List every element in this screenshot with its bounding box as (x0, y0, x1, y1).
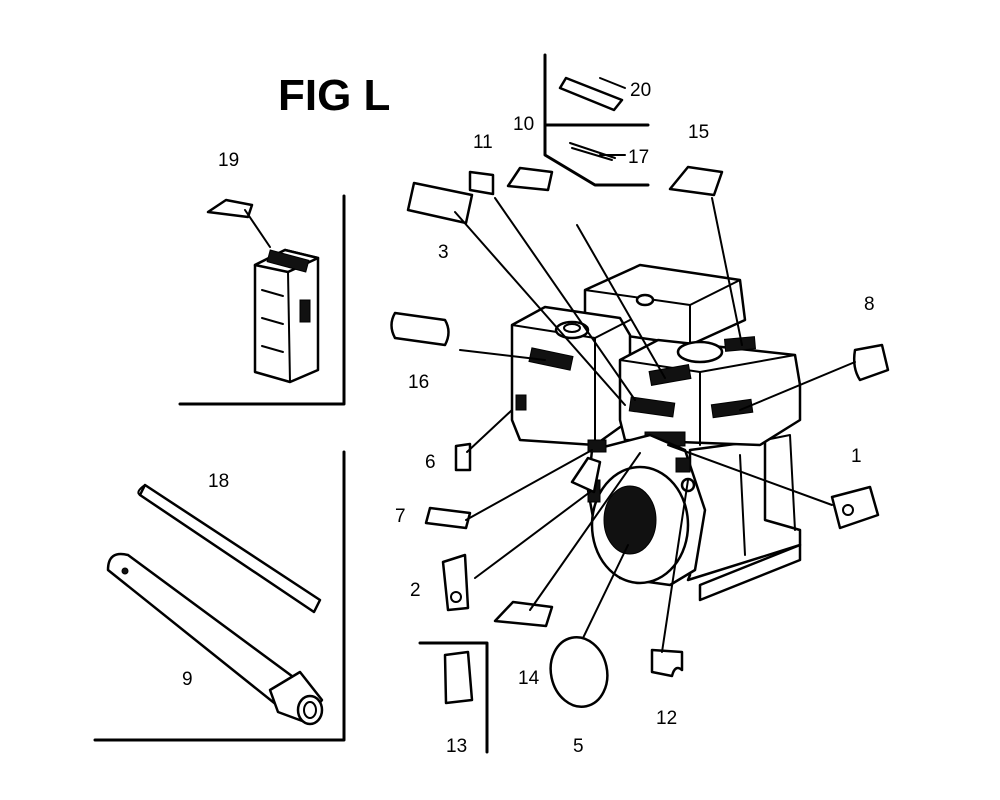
decal-14 (493, 600, 554, 628)
callout-13: 13 (446, 736, 467, 757)
decal-parts (206, 76, 890, 708)
panel-border-13 (418, 641, 489, 754)
decal-8 (852, 343, 890, 382)
panel-borders (93, 53, 650, 754)
decal-5 (406, 181, 474, 225)
callout-9: 9 (182, 669, 193, 690)
callout-12: 12 (656, 708, 677, 729)
decal-10 (506, 166, 554, 192)
callout-20: 20 (630, 80, 651, 101)
callout-8: 8 (864, 294, 875, 315)
decal-11 (468, 170, 495, 196)
leader-lines (244, 77, 856, 653)
callout-14: 14 (518, 668, 540, 689)
callout-10: 10 (513, 114, 534, 135)
callout-2: 2 (410, 580, 421, 601)
decal-1 (830, 485, 880, 530)
decal-3 (549, 636, 609, 708)
decal-16 (390, 311, 450, 347)
callout-1: 1 (851, 446, 862, 467)
callout-16: 16 (408, 372, 429, 393)
decal-20 (558, 76, 624, 112)
callout-17: 17 (628, 147, 649, 168)
panel-border-19 (178, 194, 346, 406)
decal-19 (206, 198, 254, 219)
callout-18: 18 (208, 471, 229, 492)
decal-12 (650, 648, 684, 678)
spark-plug-wrench-part (106, 552, 324, 726)
air-cleaner-part (253, 248, 320, 384)
callout-6: 6 (425, 452, 436, 473)
decal-6 (454, 442, 472, 472)
callout-3: 5 (573, 736, 584, 757)
callout-15: 15 (688, 122, 709, 143)
panel-border-9-18 (93, 450, 346, 742)
callout-5: 3 (438, 242, 449, 263)
callout-19: 19 (218, 150, 239, 171)
panel-border-17-20 (543, 53, 650, 187)
engine-assembly (510, 263, 802, 602)
decal-17 (569, 142, 616, 161)
callout-11: 11 (473, 132, 493, 153)
tool-rod-part (137, 483, 322, 614)
decal-7 (424, 506, 472, 530)
decal-13 (443, 650, 474, 705)
callout-numbers: 19 20 17 10 11 3 15 16 8 1 6 7 2 18 9 14… (182, 80, 875, 757)
decal-15 (668, 165, 724, 197)
callout-7: 7 (395, 506, 406, 527)
figure-title: FIG L (278, 71, 390, 120)
